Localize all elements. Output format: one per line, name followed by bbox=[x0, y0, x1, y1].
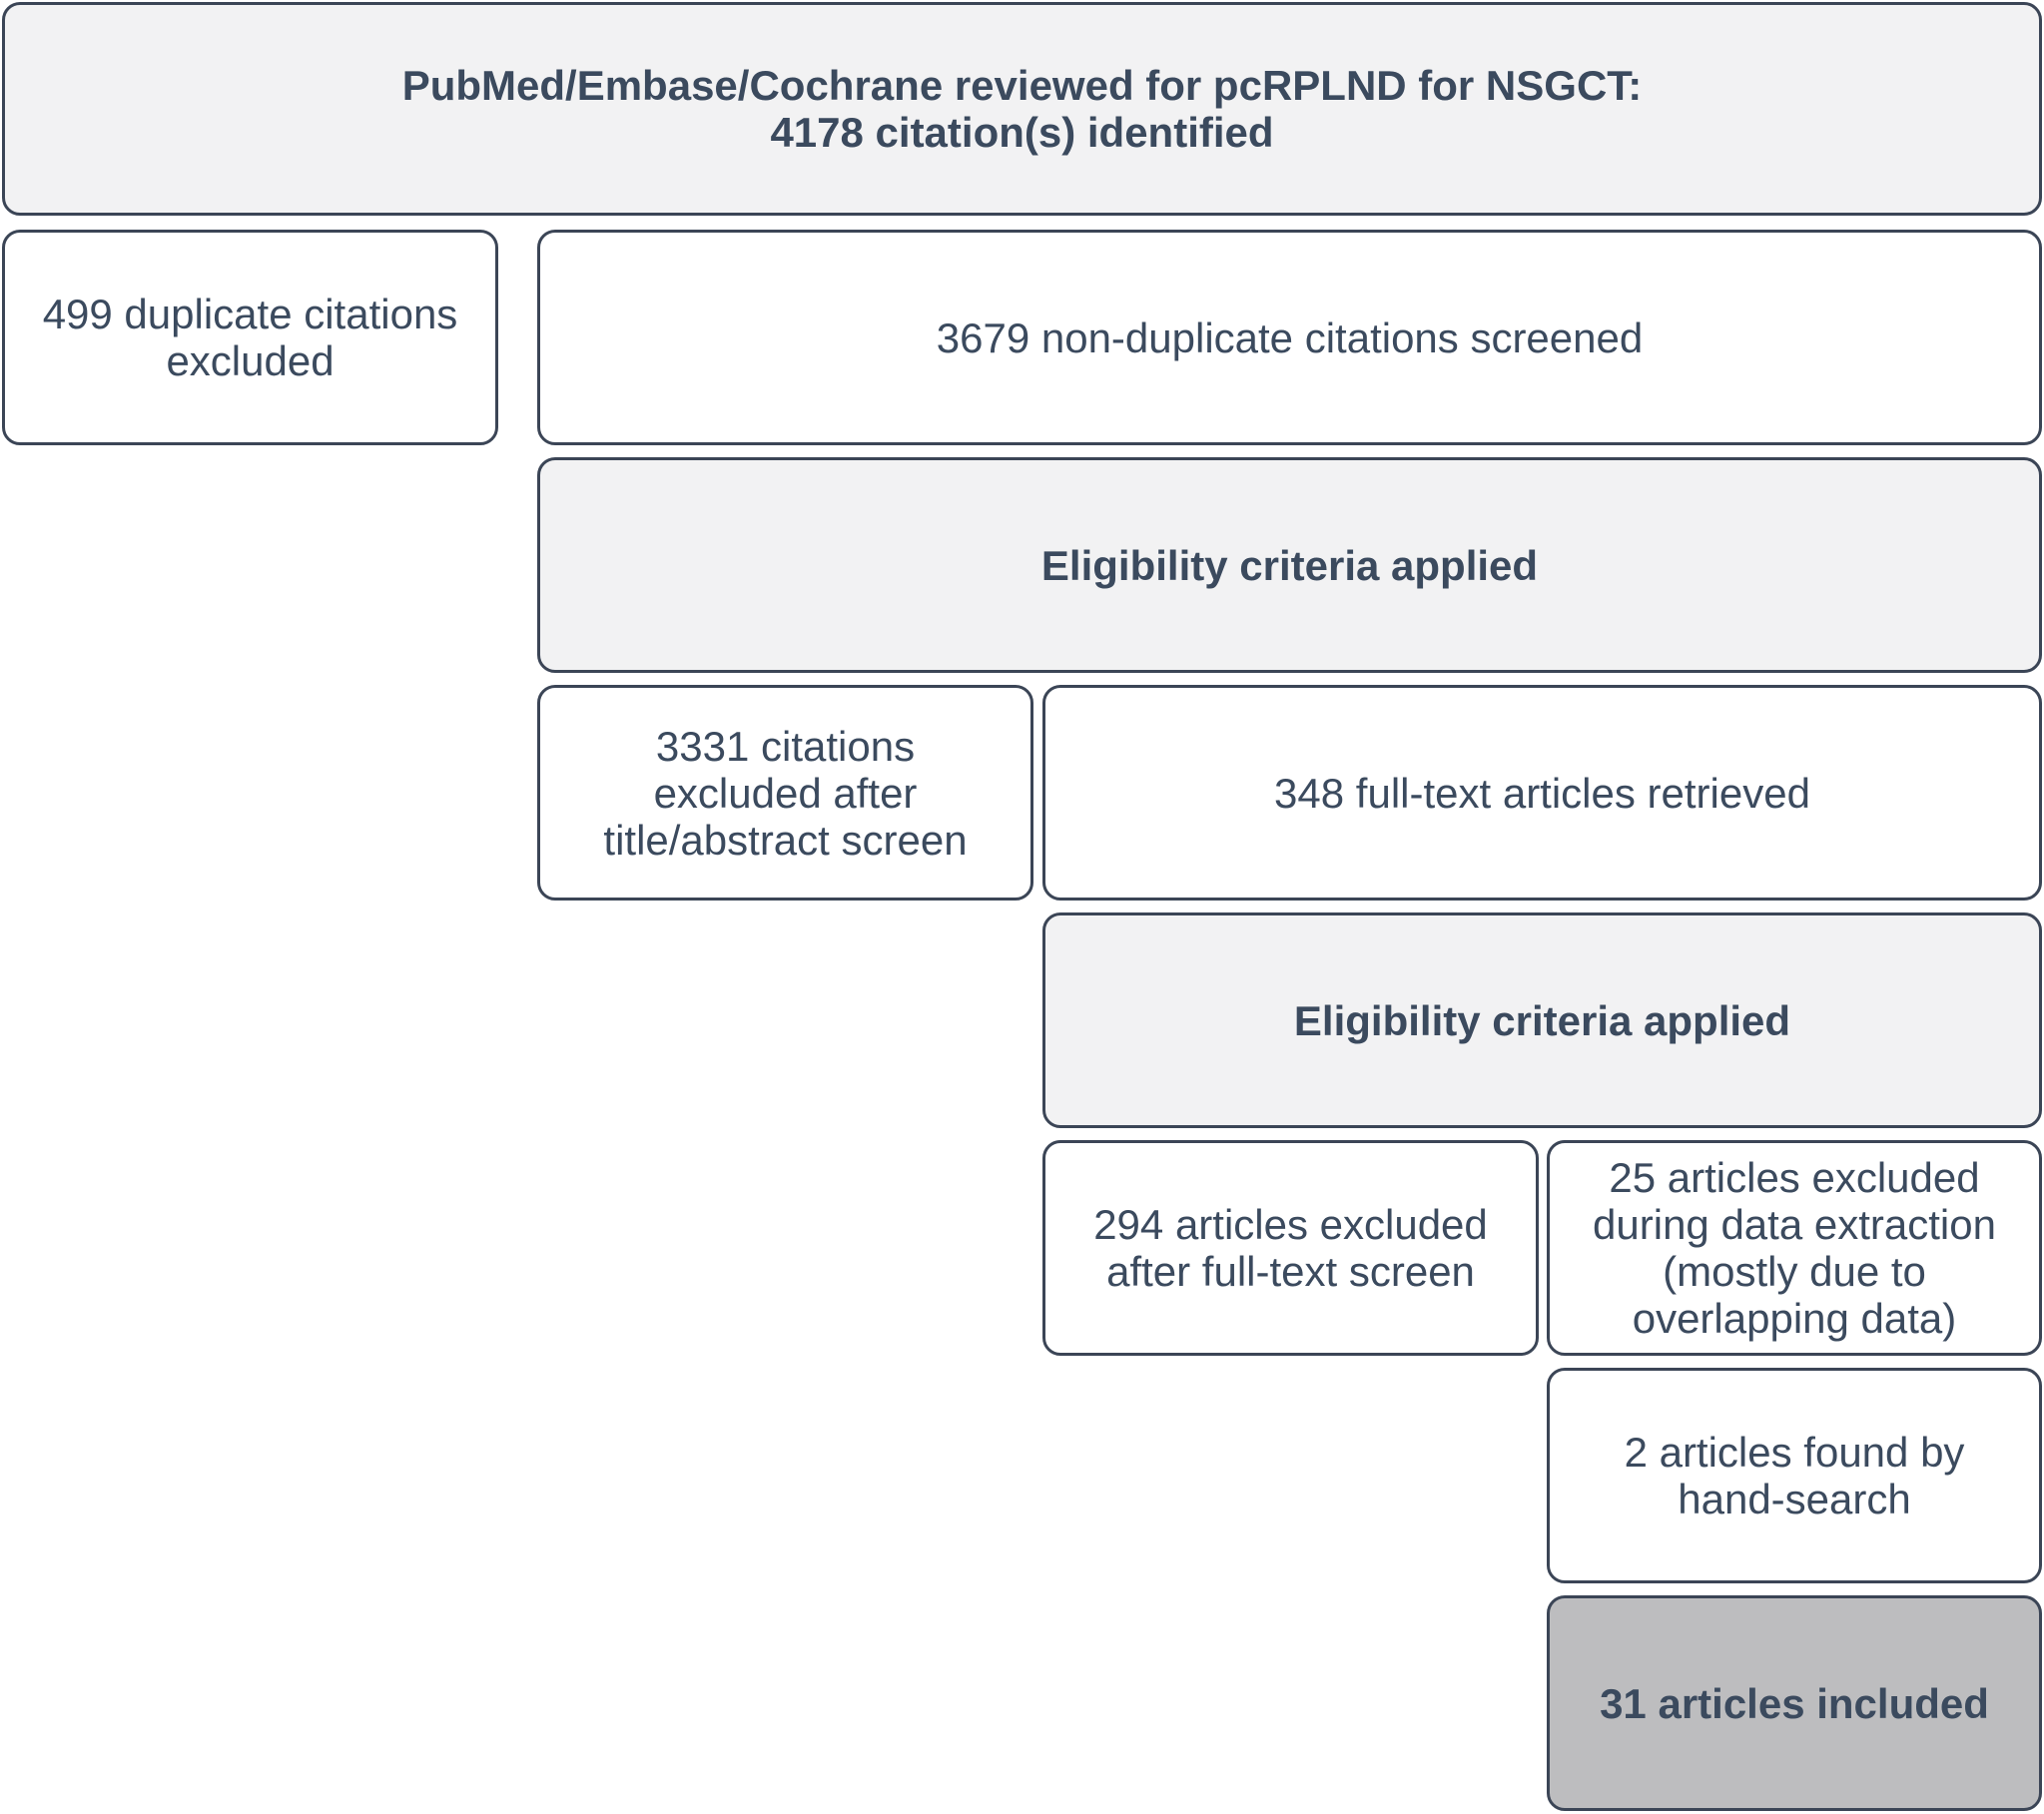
title-abstract-excluded-line: excluded after bbox=[653, 769, 918, 817]
included-box: 31 articles included bbox=[1547, 1595, 2042, 1811]
eligibility-criteria-box-1: Eligibility criteria applied bbox=[537, 457, 2042, 673]
included-line: 31 articles included bbox=[1600, 1679, 1989, 1727]
title-abstract-excluded-line: title/abstract screen bbox=[603, 816, 968, 864]
search-box-line: 4178 citation(s) identified bbox=[770, 109, 1274, 156]
screened-box: 3679 non-duplicate citations screened bbox=[537, 230, 2042, 445]
screened-line: 3679 non-duplicate citations screened bbox=[936, 313, 1644, 361]
title-abstract-excluded-line: 3331 citations bbox=[655, 722, 916, 770]
extraction-excluded-box: 25 articles excluded during data extract… bbox=[1547, 1140, 2042, 1356]
eligibility-criteria-box-2: Eligibility criteria applied bbox=[1042, 912, 2042, 1128]
fulltext-excluded-box: 294 articles excluded after full-text sc… bbox=[1042, 1140, 1539, 1356]
hand-search-line: 2 articles found by bbox=[1624, 1429, 1965, 1476]
extraction-excluded-line: during data extraction bbox=[1593, 1201, 1996, 1248]
title-abstract-excluded-box: 3331 citations excluded after title/abst… bbox=[537, 685, 1033, 901]
hand-search-line: hand-search bbox=[1678, 1476, 1911, 1522]
extraction-excluded-line: overlapping data) bbox=[1632, 1295, 1957, 1342]
search-box-line: PubMed/Embase/Cochrane reviewed for pcRP… bbox=[401, 62, 1643, 109]
fulltext-excluded-line: after full-text screen bbox=[1106, 1248, 1475, 1295]
extraction-excluded-line: 25 articles excluded bbox=[1609, 1154, 1980, 1201]
fulltext-retrieved-line: 348 full-text articles retrieved bbox=[1274, 769, 1810, 817]
duplicates-excluded-line: excluded bbox=[166, 337, 335, 384]
fulltext-retrieved-box: 348 full-text articles retrieved bbox=[1042, 685, 2042, 901]
eligibility-criteria-line: Eligibility criteria applied bbox=[1293, 996, 1791, 1044]
fulltext-excluded-line: 294 articles excluded bbox=[1093, 1201, 1488, 1248]
eligibility-criteria-line: Eligibility criteria applied bbox=[1040, 541, 1539, 589]
search-box: PubMed/Embase/Cochrane reviewed for pcRP… bbox=[2, 2, 2042, 216]
duplicates-excluded-box: 499 duplicate citations excluded bbox=[2, 230, 498, 445]
duplicates-excluded-line: 499 duplicate citations bbox=[42, 291, 458, 337]
hand-search-box: 2 articles found by hand-search bbox=[1547, 1368, 2042, 1583]
extraction-excluded-line: (mostly due to bbox=[1663, 1248, 1926, 1295]
